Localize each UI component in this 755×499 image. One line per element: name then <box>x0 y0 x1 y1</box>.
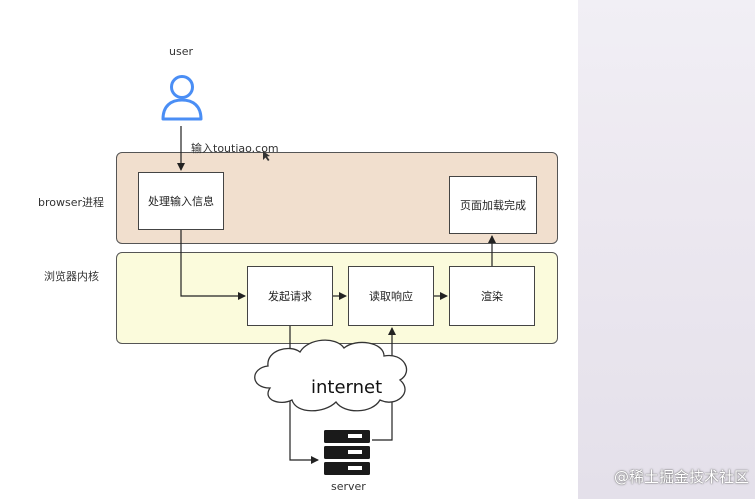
cursor-icon <box>263 151 270 161</box>
handle-input-label: 处理输入信息 <box>148 195 214 208</box>
handle-input-box: 处理输入信息 <box>138 172 224 230</box>
watermark: @稀土掘金技术社区 <box>613 468 749 486</box>
server-label: server <box>331 480 366 493</box>
render-box: 渲染 <box>449 266 535 326</box>
page-loaded-label: 页面加载完成 <box>460 199 526 212</box>
send-request-box: 发起请求 <box>247 266 333 326</box>
server-icon <box>324 430 370 475</box>
browser-process-label: browser进程 <box>38 196 105 209</box>
internet-label: internet <box>311 377 383 398</box>
send-request-label: 发起请求 <box>268 290 312 303</box>
page-loaded-box: 页面加载完成 <box>449 176 537 234</box>
url-input-label: 输入toutiao.com <box>191 142 279 155</box>
render-label: 渲染 <box>481 290 503 303</box>
read-response-label: 读取响应 <box>369 290 413 303</box>
connector-layer <box>177 126 496 475</box>
diagram-canvas <box>0 0 578 499</box>
read-response-box: 读取响应 <box>348 266 434 326</box>
user-label: user <box>169 45 193 58</box>
kernel-label: 浏览器内核 <box>44 270 99 283</box>
background-right-panel <box>575 0 755 499</box>
user-icon <box>161 75 203 121</box>
internet-cloud <box>254 339 408 412</box>
arrow-server-to-read <box>372 402 393 441</box>
arrow-internet-to-server <box>289 400 319 464</box>
arrow-input-to-request <box>180 230 246 300</box>
